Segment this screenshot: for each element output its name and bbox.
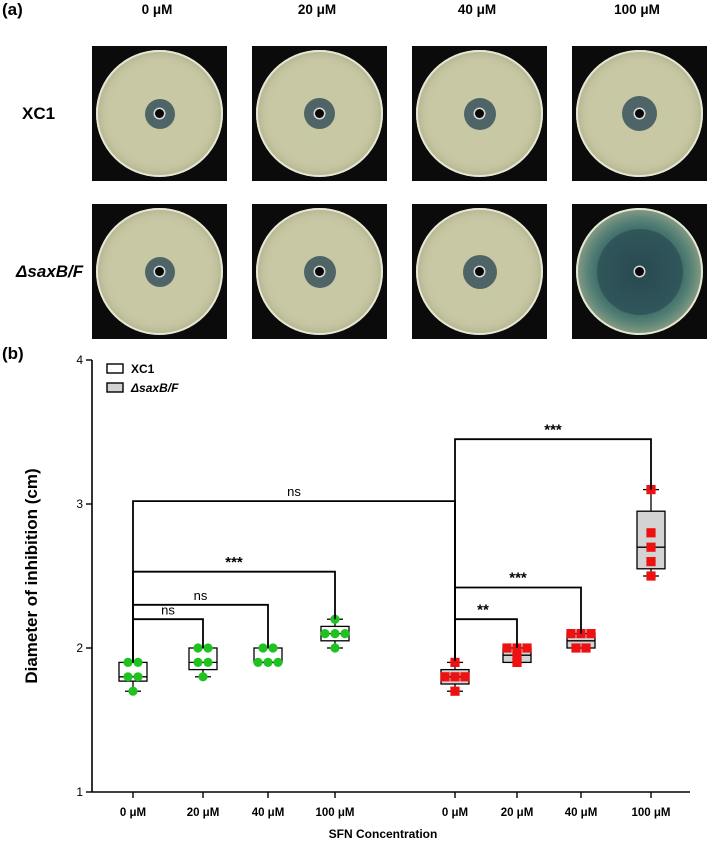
well-hole — [635, 267, 644, 276]
agar-plate — [252, 46, 387, 181]
column-header-100: 100 μM — [614, 2, 660, 17]
box — [118, 661, 148, 682]
x-tick-label: 0 μM — [120, 807, 146, 819]
significance-bracket — [454, 438, 652, 660]
x-tick-label: 40 μM — [565, 807, 598, 819]
data-point — [450, 672, 460, 682]
data-point — [646, 571, 656, 581]
data-point — [133, 672, 143, 682]
row-label-xc1: XC1 — [22, 104, 56, 123]
y-tick-label: 1 — [76, 785, 83, 799]
legend-swatch-mutant — [106, 382, 124, 393]
y-axis-title: Diameter of inhibition (cm) — [22, 468, 41, 683]
data-point — [133, 657, 143, 667]
significance-label: *** — [225, 554, 243, 571]
data-point — [586, 629, 596, 639]
column-header-20: 20 μM — [297, 2, 337, 17]
well-hole — [315, 267, 324, 276]
data-point — [522, 643, 532, 653]
agar-plate — [572, 46, 707, 181]
data-point — [253, 657, 263, 667]
legend-label-mutant: ΔsaxB/F — [130, 381, 179, 395]
data-point — [203, 657, 213, 667]
significance-label: ** — [477, 601, 489, 618]
data-point — [123, 657, 133, 667]
data-point — [258, 643, 268, 653]
significance-label: ns — [287, 484, 301, 499]
well-hole — [155, 267, 164, 276]
row-label-mutant: ΔsaxB/F — [16, 262, 84, 281]
legend-swatch-xc1 — [106, 363, 124, 374]
significance-label: ns — [194, 588, 208, 603]
agar-plate — [412, 204, 547, 339]
significance-label: *** — [509, 570, 527, 587]
data-point — [450, 657, 460, 667]
agar-plate — [92, 204, 227, 339]
data-point — [273, 657, 283, 667]
data-point — [646, 542, 656, 552]
data-point — [646, 528, 656, 538]
column-header-0: 0 μM — [141, 2, 173, 17]
box — [188, 647, 218, 671]
agar-plate — [92, 46, 227, 181]
y-tick-label: 4 — [76, 353, 83, 367]
data-point — [440, 672, 450, 682]
x-tick-label: 40 μM — [252, 807, 285, 819]
data-point — [450, 686, 460, 696]
y-tick-label: 3 — [76, 497, 83, 511]
well-hole — [315, 109, 324, 118]
data-point — [581, 643, 591, 653]
data-point — [571, 643, 581, 653]
data-point — [566, 629, 576, 639]
data-point — [340, 629, 350, 639]
agar-plate — [572, 204, 707, 339]
legend-label-xc1: XC1 — [131, 362, 155, 376]
data-point — [193, 643, 203, 653]
significance-label: ns — [161, 602, 175, 617]
data-point — [123, 672, 133, 682]
well-hole — [155, 109, 164, 118]
well-hole — [635, 109, 644, 118]
data-point — [320, 629, 330, 639]
data-point — [203, 643, 213, 653]
x-axis-title: SFN Concentration — [329, 827, 438, 841]
data-point — [198, 672, 208, 682]
well-hole — [475, 267, 484, 276]
data-point — [512, 657, 522, 667]
significance-bracket — [132, 500, 456, 663]
x-tick-label: 100 μM — [632, 807, 671, 819]
y-tick-label: 2 — [76, 641, 83, 655]
column-header-40: 40 μM — [457, 2, 497, 17]
data-point — [330, 629, 340, 639]
data-point — [330, 643, 340, 653]
data-point — [512, 650, 522, 660]
x-tick-label: 100 μM — [316, 807, 355, 819]
data-point — [460, 672, 470, 682]
data-point — [502, 643, 512, 653]
data-point — [193, 657, 203, 667]
panel-b-label: (b) — [2, 344, 24, 363]
significance-label: *** — [544, 421, 562, 438]
agar-plate — [412, 46, 547, 181]
x-tick-label: 20 μM — [501, 807, 534, 819]
data-point — [268, 643, 278, 653]
data-point — [263, 657, 273, 667]
agar-plate — [252, 204, 387, 339]
panel-a-label: (a) — [2, 0, 23, 19]
data-point — [646, 557, 656, 567]
x-tick-label: 20 μM — [187, 807, 220, 819]
x-tick-label: 0 μM — [442, 807, 468, 819]
well-hole — [475, 109, 484, 118]
data-point — [128, 686, 138, 696]
